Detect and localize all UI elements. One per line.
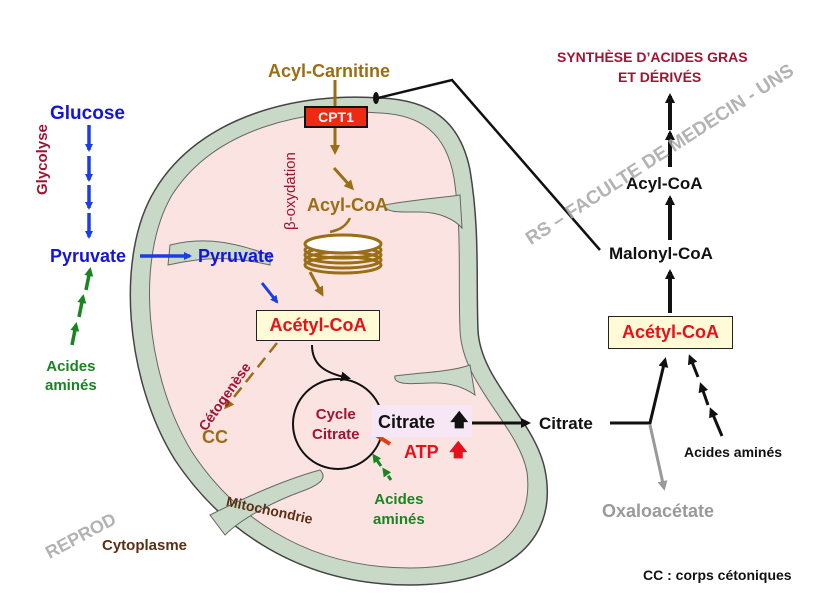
glucose-label: Glucose [50,103,125,124]
amino-acids-mito-line2: aminés [373,510,425,528]
acyl-coa-right-label: Acyl-CoA [626,174,703,193]
amino-acid-arrow [372,453,383,467]
atp-increase-icon: 🡅 [449,440,468,460]
cetogenesis-arrow [224,342,278,410]
amino-acids-line2: aminés [45,376,97,394]
crista [209,469,324,536]
oxaloacetate-label: Oxaloacétate [602,501,715,521]
beta-oxidation-spiral-icon [303,217,383,297]
crista [394,364,476,397]
atp-label: ATP [404,442,439,462]
acetyl-coa-mito-label: Acétyl-CoA [269,315,367,335]
amino-acid-arrow [77,294,87,318]
acetylcoa-to-cycle-arrow [311,344,351,382]
crista [167,240,271,266]
pyruvate-to-acetylcoa-arrow [260,282,279,304]
citrate-split-line [610,357,669,425]
glycolysis-label: Glycolyse [34,124,51,195]
cycle-citrate-line1: Cycle [315,406,356,423]
ketone-bodies-label: CC [202,427,228,447]
acetyl-coa-mito-box: Acétyl-CoA [256,310,380,341]
acyl-carnitine-label: Acyl-Carnitine [268,61,391,81]
cycle-citrate-line2: Citrate [312,425,360,443]
citrate-cytoplasm-label: Citrate [539,414,593,433]
acetyl-coa-right-label: Acétyl-CoA [621,322,719,342]
amino-acid-arrow-right [687,354,700,378]
amino-acids-mito-line1: Acides [374,491,424,508]
crista [384,194,463,230]
acylcoa-arrow [332,166,355,191]
inhibition-bar [373,92,379,104]
amino-acids-right-label: Acides aminés [684,444,783,460]
citrate-highlight [372,405,472,437]
acyl-coa-mito-label: Acyl-CoA [307,195,389,215]
pyruvate-cytoplasm-label: Pyruvate [50,246,127,266]
cpt1-box: CPT1 [304,106,368,128]
amino-acid-arrow [84,267,94,291]
malonylcoa-inhibition-line [377,78,601,251]
amino-acid-arrow [70,322,80,346]
acetyl-coa-right-box: Acétyl-CoA [608,316,733,349]
amino-acids-cytoplasm-label: Acides aminés [45,358,97,396]
legend-text: CC : corps cétoniques [643,567,792,583]
amino-acids-mito-label: Acides aminés [373,490,425,529]
cycle-citrate-label: Cycle Citrate [312,405,360,444]
oxaloacetate-arrow [648,424,668,491]
amino-acid-arrow-right [709,407,724,437]
synthesis-title-line2: ET DÉRIVÉS [618,69,702,85]
synthesis-title-line1: SYNTHÈSE D’ACIDES GRAS [557,49,748,65]
malonyl-coa-label: Malonyl-CoA [609,244,713,263]
amino-acids-line1: Acides [46,358,96,375]
amino-acid-arrow [382,467,393,481]
beta-oxidation-label: β-oxydation [282,152,299,230]
amino-acid-arrow-right [698,382,710,406]
citrate-increase-icon: 🡅 [450,410,469,430]
cytoplasm-label: Cytoplasme [102,537,188,554]
pyruvate-mito-label: Pyruvate [198,246,275,266]
citrate-mito-label: Citrate [378,412,436,432]
